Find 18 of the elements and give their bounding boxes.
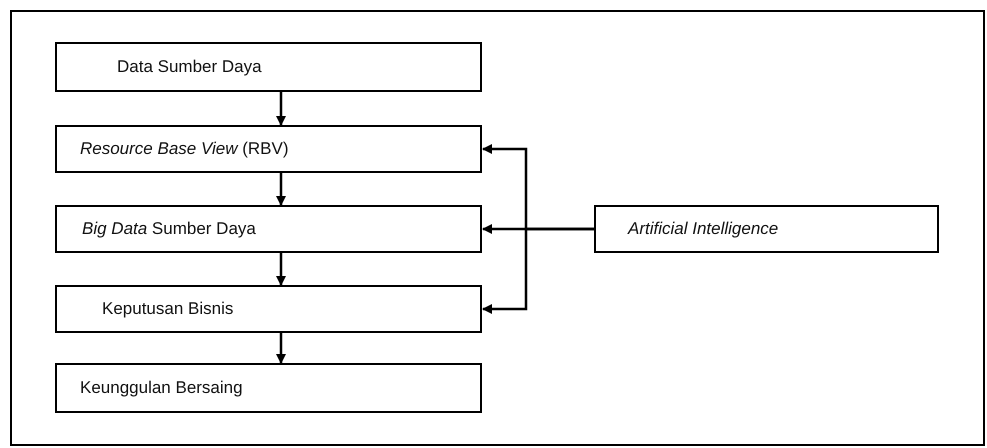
- box-label: Keunggulan Bersaing: [80, 377, 243, 400]
- arrow: [276, 92, 286, 126]
- process-box: [55, 363, 482, 413]
- process-box: [55, 42, 482, 92]
- box-label: Keputusan Bisnis: [102, 298, 234, 320]
- process-box: [55, 125, 482, 173]
- process-box: [594, 205, 939, 253]
- arrow: [276, 253, 286, 286]
- process-box: [55, 205, 482, 253]
- arrow: [276, 173, 286, 206]
- process-box: [55, 285, 482, 333]
- arrow: [482, 228, 594, 314]
- box-label: Artificial Intelligence: [628, 218, 778, 240]
- box-label: Data Sumber Daya: [117, 56, 262, 78]
- box-label: Big Data Sumber Daya: [82, 218, 256, 240]
- frame-box: [10, 10, 985, 446]
- box-label: Resource Base View (RBV): [80, 138, 288, 160]
- arrow: [276, 333, 286, 364]
